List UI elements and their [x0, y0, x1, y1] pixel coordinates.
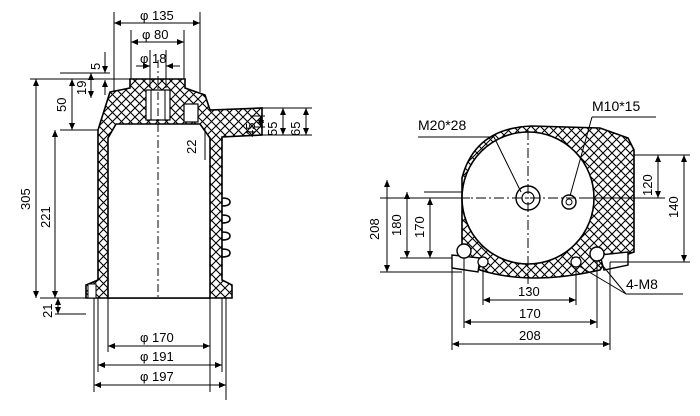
base-plate: [451, 254, 481, 273]
dim-dia-135: φ 135: [140, 8, 174, 23]
dim-dia-170: φ 170: [140, 330, 174, 345]
mount-hole-2: [477, 256, 489, 268]
callout-m10x15: M10*15: [592, 98, 640, 114]
dim-22: 22: [184, 140, 199, 154]
dim-dia-80: φ 80: [142, 27, 169, 42]
side-insert: [183, 103, 199, 123]
callout-m20x28: M20*28: [418, 117, 466, 133]
dim-dia-18: φ 18: [140, 51, 167, 66]
dim-dia-191: φ 191: [140, 349, 174, 364]
mount-hole-3: [570, 256, 582, 268]
side-view: φ 135 φ 80 φ 18 305 221 50 19 5 21: [18, 8, 312, 400]
top-view: M20*28 M10*15 4-M8 120 140 208 180 170: [367, 98, 690, 350]
dim-65: 65: [288, 122, 303, 136]
dim-19: 19: [74, 81, 89, 95]
dim-50: 50: [54, 98, 69, 112]
dim-305: 305: [18, 188, 33, 210]
mount-hole-1: [456, 243, 472, 259]
dim-180: 180: [389, 214, 404, 236]
dim-140: 140: [666, 196, 681, 218]
dim-208-vertical: 208: [367, 218, 382, 240]
mount-hole-4: [589, 246, 605, 262]
dim-55: 55: [265, 122, 280, 136]
dim-5: 5: [88, 63, 103, 70]
dim-221: 221: [38, 206, 53, 228]
bottom-insert: [87, 283, 97, 299]
dim-dia-197: φ 197: [140, 369, 174, 384]
dim-208-horizontal: 208: [519, 328, 541, 343]
wall-ribs: [221, 197, 231, 258]
dim-170-horizontal: 170: [519, 306, 541, 321]
dim-21: 21: [40, 304, 55, 318]
dim-120: 120: [640, 174, 655, 196]
dim-45: 45: [243, 123, 258, 137]
dim-170-vertical: 170: [412, 216, 427, 238]
callout-4-m8: 4-M8: [626, 276, 658, 292]
dim-130: 130: [518, 284, 540, 299]
